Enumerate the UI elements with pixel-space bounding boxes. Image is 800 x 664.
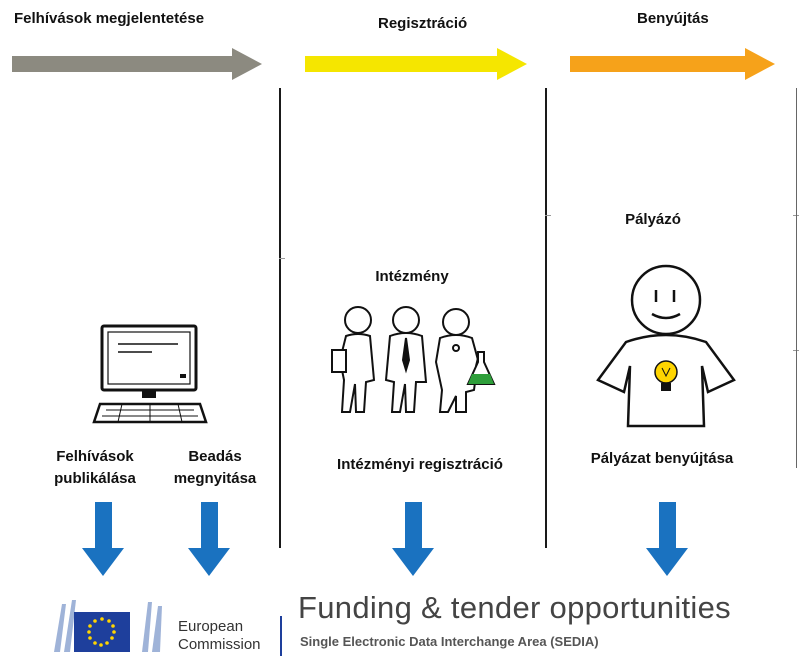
phase-title-submission: Benyújtás: [637, 10, 709, 27]
footer-separator: [280, 616, 282, 656]
divider-tick: [279, 258, 285, 259]
ec-brand-line1: European: [178, 618, 243, 636]
phase-arrow-registration: [305, 48, 527, 80]
divider-tick: [545, 215, 551, 216]
actor-institution: Intézmény: [352, 266, 472, 288]
step-publish: Felhívások publikálása: [40, 446, 150, 490]
step-open: Beadás megnyitása: [160, 446, 270, 490]
person-with-lightbulb-icon: [590, 262, 750, 428]
ec-brand-line2: Commission: [178, 636, 261, 654]
phase-arrows: [0, 40, 800, 84]
step-register: Intézményi regisztráció: [305, 454, 535, 476]
divider-right: [545, 88, 547, 548]
computer-icon: [92, 322, 208, 426]
eu-building-logo: [52, 594, 172, 656]
down-arrow-submit: [646, 502, 688, 576]
phase-arrow-submission: [570, 48, 775, 80]
down-arrow-open: [188, 502, 230, 576]
phase-arrow-calls: [12, 48, 262, 80]
phase-title-registration: Regisztráció: [378, 15, 467, 32]
group-of-people-icon: [328, 300, 500, 418]
divider-left: [279, 88, 281, 548]
actor-applicant: Pályázó: [608, 209, 698, 231]
down-arrows: [0, 500, 800, 580]
portal-subtitle: Single Electronic Data Interchange Area …: [300, 634, 599, 649]
down-arrow-publish: [82, 502, 124, 576]
down-arrow-register: [392, 502, 434, 576]
divider-edge: [796, 88, 797, 468]
phase-title-calls: Felhívások megjelentetése: [14, 10, 204, 27]
portal-title: Funding & tender opportunities: [298, 590, 731, 626]
step-submit: Pályázat benyújtása: [562, 448, 762, 470]
